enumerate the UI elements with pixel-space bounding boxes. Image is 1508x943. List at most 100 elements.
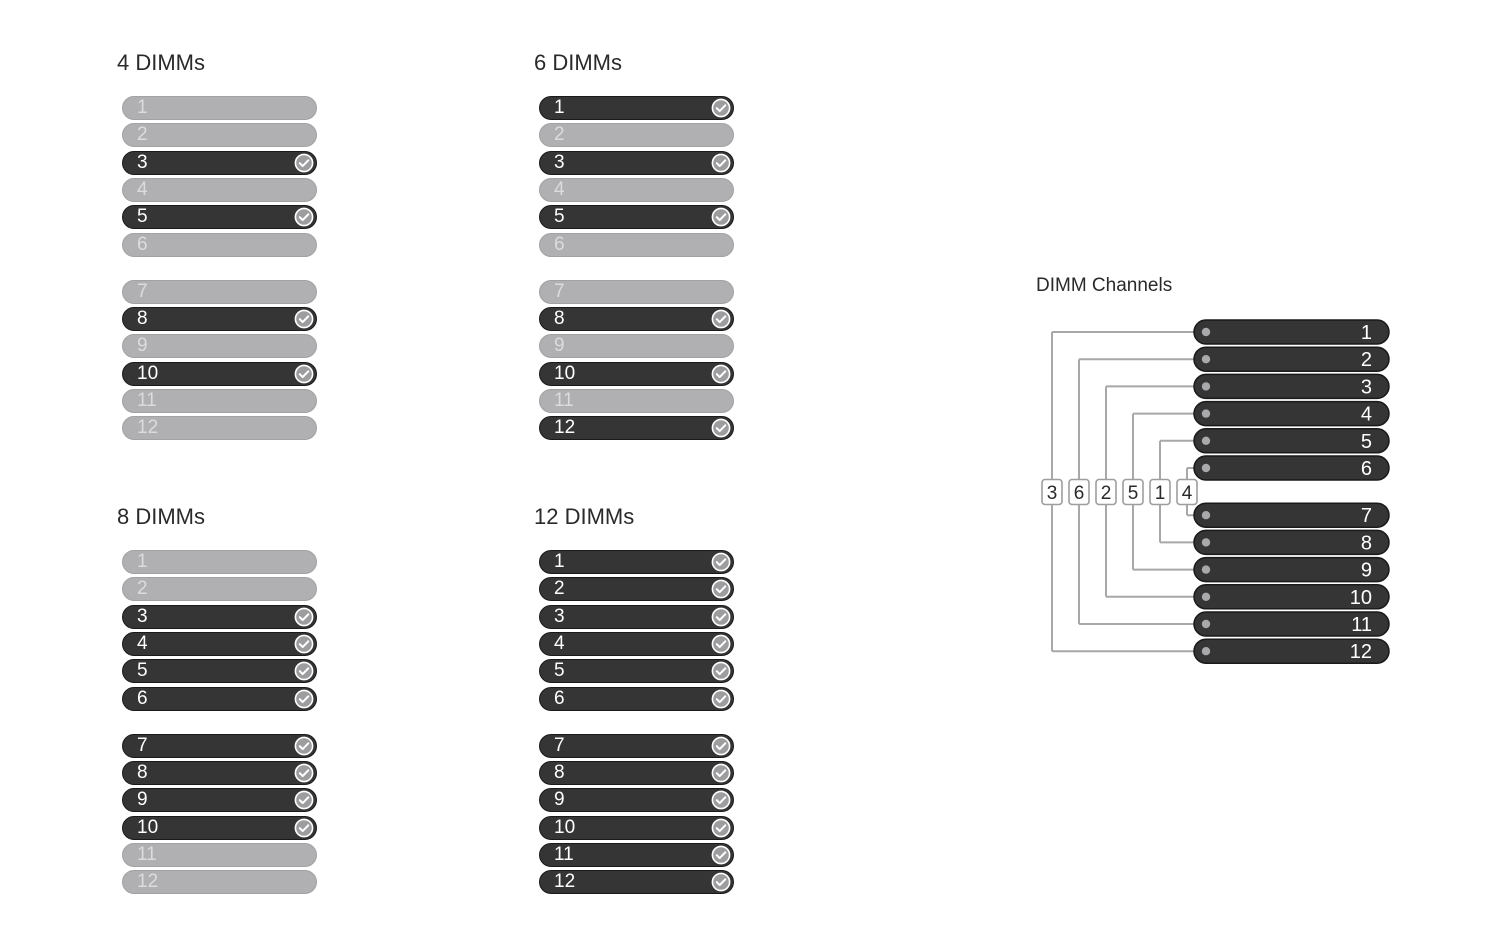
dimm-slot-10-populated: 10 <box>122 361 317 386</box>
slot-number: 3 <box>137 605 148 627</box>
slot-number: 5 <box>137 660 148 682</box>
channel-box <box>1176 478 1198 506</box>
channel-slot-dot <box>1201 538 1211 547</box>
slot-number: 7 <box>554 734 565 756</box>
dimm-slot-9-empty: 9 <box>539 334 734 359</box>
slot-number: 12 <box>137 871 159 893</box>
check-circle-icon <box>294 689 314 709</box>
slot-number: 2 <box>137 124 148 146</box>
dimm-slot-8-populated: 8 <box>122 761 317 786</box>
slot-number: 3 <box>137 151 148 173</box>
dimm-slot-4-empty: 4 <box>539 177 734 202</box>
check-circle-icon <box>294 818 314 838</box>
dimm-slot-4-empty: 4 <box>122 177 317 202</box>
slot-number: 1 <box>554 97 565 118</box>
channel-slot-8 <box>1193 529 1390 556</box>
slot-number: 1 <box>137 551 148 572</box>
dimm-slot-6-empty: 6 <box>122 232 317 257</box>
check-circle-icon <box>711 98 731 118</box>
group-title: 4 DIMMs <box>117 50 205 75</box>
check-circle-icon <box>711 763 731 783</box>
channel-box <box>1122 478 1144 506</box>
channels-title: DIMM Channels <box>1036 275 1173 296</box>
slot-number: 5 <box>137 206 148 228</box>
dimm-slot-11-empty: 11 <box>122 843 317 867</box>
check-circle-icon <box>711 418 731 438</box>
slot-number: 11 <box>554 390 574 411</box>
dimm-slot-2-empty: 2 <box>122 577 317 602</box>
slot-number: 6 <box>137 687 148 709</box>
dimm-slot-12-populated: 12 <box>539 416 734 441</box>
check-circle-icon <box>294 763 314 783</box>
channel-slot-12 <box>1193 638 1390 664</box>
channel-slot-label: 2 <box>1361 349 1372 371</box>
slot-number: 11 <box>137 390 157 411</box>
slot-number: 7 <box>554 280 565 302</box>
slot-number: 3 <box>554 605 565 627</box>
slot-number: 10 <box>554 816 576 838</box>
channel-slot-7 <box>1193 502 1390 528</box>
slot-number: 6 <box>554 687 565 709</box>
channel-slot-label: 8 <box>1361 532 1372 554</box>
slot-number: 8 <box>554 308 565 330</box>
dimm-slot-10-populated: 10 <box>539 815 734 840</box>
slot-number: 9 <box>554 789 565 811</box>
check-circle-icon <box>711 309 731 329</box>
dimm-slot-5-populated: 5 <box>539 659 734 684</box>
slot-number: 12 <box>554 417 576 439</box>
dimm-slot-4-populated: 4 <box>122 631 317 656</box>
slot-number: 2 <box>554 124 565 146</box>
channel-slot-dot <box>1201 409 1211 418</box>
channel-box <box>1095 478 1117 506</box>
group-title: 6 DIMMs <box>534 50 622 75</box>
channel-box-label: 5 <box>1128 483 1139 504</box>
dimm-slot-8-populated: 8 <box>539 307 734 332</box>
slot-number: 4 <box>137 632 148 654</box>
slot-number: 11 <box>137 844 157 865</box>
dimm-slot-1-empty: 1 <box>122 96 317 120</box>
check-circle-icon <box>711 872 731 892</box>
dimm-slot-6-populated: 6 <box>539 686 734 711</box>
channel-slot-dot <box>1201 511 1211 520</box>
check-circle-icon <box>294 207 314 227</box>
check-circle-icon <box>711 689 731 709</box>
check-circle-icon <box>294 790 314 810</box>
channel-slot-dot <box>1201 463 1211 473</box>
slot-number: 12 <box>554 871 576 893</box>
dimm-slot-9-empty: 9 <box>122 334 317 359</box>
dimm-slot-7-empty: 7 <box>122 279 317 304</box>
check-circle-icon <box>711 736 731 756</box>
dimm-slot-9-populated: 9 <box>539 788 734 813</box>
channel-slot-label: 11 <box>1351 614 1372 636</box>
dimm-slot-4-populated: 4 <box>539 631 734 656</box>
slot-number: 10 <box>137 362 159 384</box>
check-circle-icon <box>711 552 731 572</box>
slot-number: 12 <box>137 417 159 439</box>
slot-number: 5 <box>554 660 565 682</box>
slot-number: 9 <box>137 789 148 811</box>
check-circle-icon <box>711 579 731 599</box>
check-circle-icon <box>294 661 314 681</box>
slot-number: 10 <box>137 816 159 838</box>
channel-slot-dot <box>1201 647 1211 656</box>
dimm-slot-10-populated: 10 <box>539 361 734 386</box>
channel-slot-label: 7 <box>1361 505 1372 527</box>
slot-number: 4 <box>137 178 148 200</box>
dimm-slot-6-populated: 6 <box>122 686 317 711</box>
channel-slot-6 <box>1193 455 1390 481</box>
dimm-slot-11-populated: 11 <box>539 843 734 867</box>
check-circle-icon <box>711 818 731 838</box>
check-circle-icon <box>294 634 314 654</box>
dimm-slot-2-populated: 2 <box>539 577 734 602</box>
channel-box-label: 2 <box>1101 483 1112 504</box>
check-circle-icon <box>711 207 731 227</box>
check-circle-icon <box>711 790 731 810</box>
channel-slot-2 <box>1193 346 1390 372</box>
dimm-slot-5-populated: 5 <box>122 205 317 230</box>
channel-slot-label: 12 <box>1350 641 1372 663</box>
check-circle-icon <box>711 607 731 627</box>
check-circle-icon <box>294 153 314 173</box>
dimm-slot-1-empty: 1 <box>122 550 317 574</box>
channel-slot-label: 3 <box>1361 376 1372 398</box>
